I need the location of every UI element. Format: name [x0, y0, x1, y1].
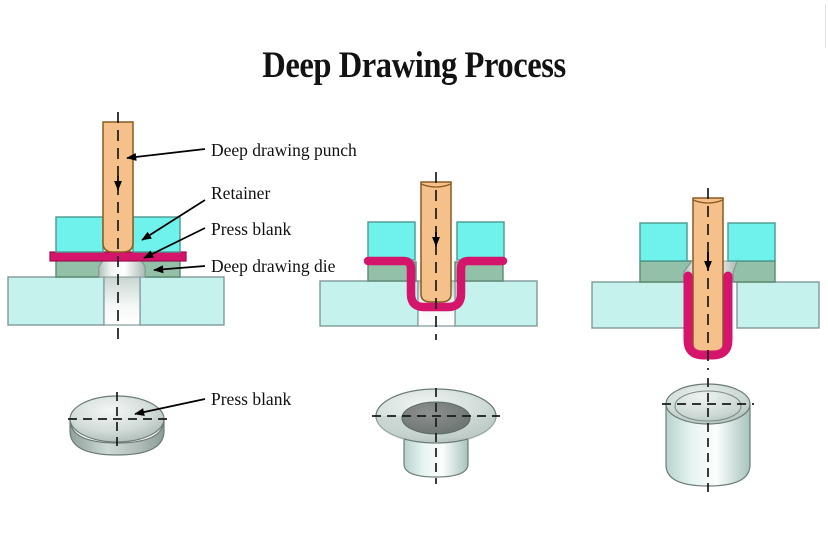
stage3-retainer	[639, 222, 776, 262]
stage-3	[591, 188, 820, 370]
label-press-blank-lower: Press blank	[211, 389, 291, 409]
stage-1	[7, 112, 225, 340]
workpiece-deep-cup	[662, 378, 754, 497]
label-deep-drawing-punch: Deep drawing punch	[211, 140, 357, 160]
stage-2	[319, 172, 538, 340]
stage3-deep-drawing-punch	[692, 197, 724, 356]
edge-artifact	[825, 4, 826, 48]
stage3-base-block	[591, 281, 820, 329]
stage2-retainer	[367, 221, 505, 261]
stage1-base-block	[7, 276, 225, 326]
workpiece-flanged-cup	[372, 388, 500, 484]
callout-labels: Deep drawing punch Retainer Press blank …	[126, 140, 357, 276]
label-deep-drawing-die: Deep drawing die	[211, 256, 336, 276]
label-press-blank: Press blank	[211, 219, 291, 239]
page-title: Deep Drawing Process	[262, 45, 566, 86]
workpiece-flat-disc: Press blank	[68, 389, 291, 456]
label-retainer: Retainer	[211, 183, 270, 203]
